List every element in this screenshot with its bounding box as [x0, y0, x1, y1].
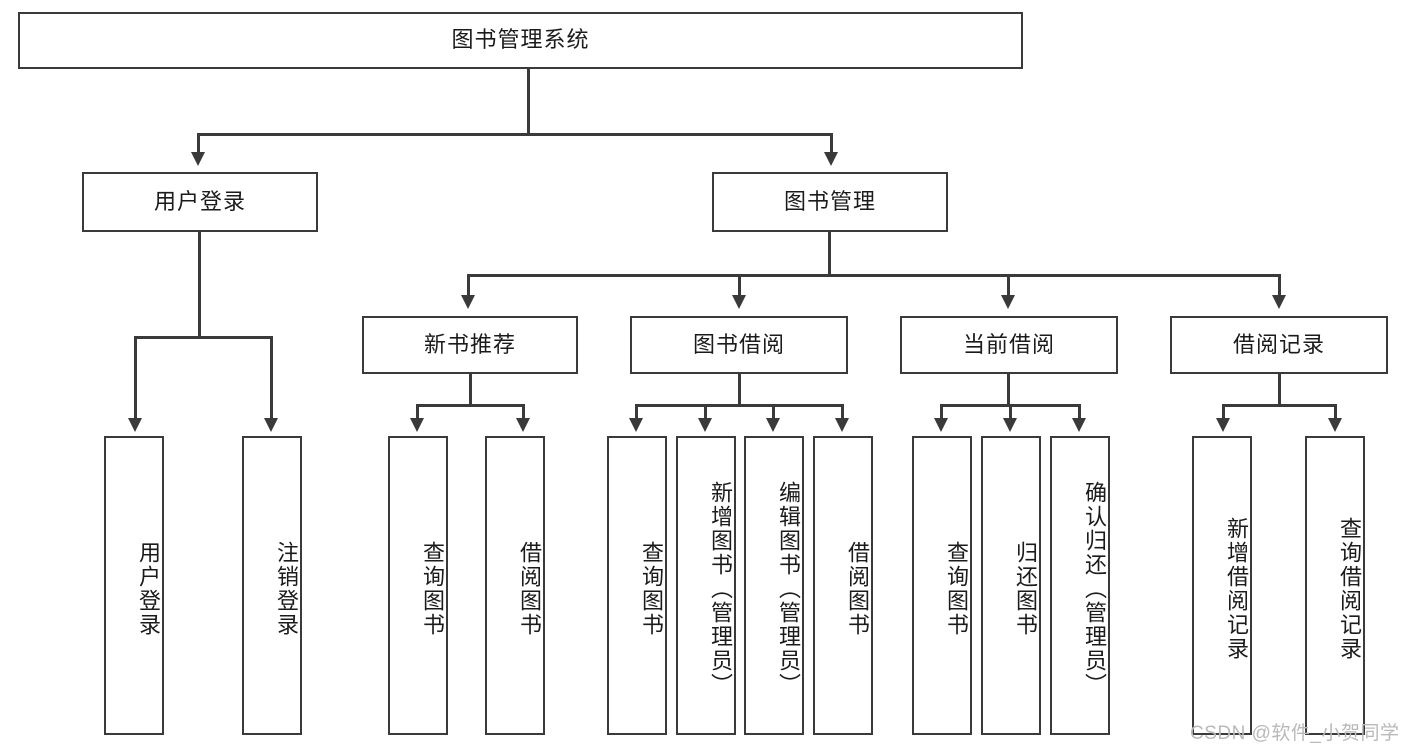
leaf-query-book-new-recommend[interactable]: 查询图书 — [388, 436, 448, 735]
connector-cb-to-leaf-1 — [940, 404, 943, 420]
connector-user-login-bus — [134, 336, 272, 339]
leaf-add-book-admin[interactable]: 新增图书（管理员） — [676, 436, 736, 735]
connector-root-to-user-login — [197, 133, 200, 155]
leaf-user-login[interactable]: 用户登录 — [104, 436, 164, 735]
connector-root-bus — [197, 133, 833, 136]
connector-book-borrow-bus — [635, 404, 843, 407]
connector-book-management-bus — [467, 274, 1281, 277]
connector-br-to-leaf-1 — [1222, 404, 1225, 420]
connector-user-login-to-leaf-2 — [270, 336, 273, 420]
node-label: 图书借阅 — [692, 331, 785, 357]
arrowhead-br-to-leaf-1 — [1216, 418, 1230, 432]
connector-user-login-to-leaf-1 — [134, 336, 137, 420]
node-label: 用户登录 — [136, 540, 161, 637]
node-new-book-recommend[interactable]: 新书推荐 — [362, 316, 578, 374]
node-label: 查询借阅记录 — [1337, 516, 1362, 661]
node-label: 编辑图书（管理员） — [776, 480, 801, 697]
node-current-borrow[interactable]: 当前借阅 — [900, 316, 1118, 374]
arrowhead-cb-to-leaf-2 — [1003, 418, 1017, 432]
arrowhead-bm-to-book-borrow — [732, 295, 746, 309]
arrowhead-bb-to-leaf-1 — [629, 418, 643, 432]
leaf-edit-book-admin[interactable]: 编辑图书（管理员） — [744, 436, 804, 735]
arrowhead-new-book-to-leaf-2 — [516, 418, 530, 432]
arrowhead-root-to-user-login — [191, 152, 205, 166]
connector-book-borrow-stem — [738, 374, 741, 406]
connector-new-book-to-leaf-1 — [416, 404, 419, 420]
node-label: 图书管理 — [783, 188, 876, 214]
connector-root-stem — [527, 69, 530, 135]
node-root-book-management-system[interactable]: 图书管理系统 — [18, 12, 1023, 69]
arrowhead-bm-to-borrow-record — [1272, 295, 1286, 309]
node-label: 确认归还（管理员） — [1082, 480, 1107, 697]
leaf-query-book-borrow[interactable]: 查询图书 — [607, 436, 667, 735]
arrowhead-bb-to-leaf-3 — [766, 418, 780, 432]
leaf-borrow-book-new-recommend[interactable]: 借阅图书 — [485, 436, 545, 735]
node-label: 借阅图书 — [517, 540, 542, 637]
node-label: 借阅记录 — [1232, 331, 1325, 357]
leaf-add-borrow-record[interactable]: 新增借阅记录 — [1192, 436, 1252, 735]
arrowhead-user-login-to-leaf-2 — [264, 418, 278, 432]
node-label: 查询图书 — [639, 540, 664, 637]
connector-bb-to-leaf-4 — [841, 404, 844, 420]
node-label: 借阅图书 — [845, 540, 870, 637]
arrowhead-bb-to-leaf-2 — [698, 418, 712, 432]
node-book-management[interactable]: 图书管理 — [712, 172, 948, 232]
arrowhead-bb-to-leaf-4 — [835, 418, 849, 432]
node-book-borrow[interactable]: 图书借阅 — [630, 316, 848, 374]
leaf-logout-login[interactable]: 注销登录 — [242, 436, 302, 735]
leaf-query-borrow-record[interactable]: 查询借阅记录 — [1305, 436, 1365, 735]
arrowhead-cb-to-leaf-3 — [1072, 418, 1086, 432]
node-label: 新增图书（管理员） — [708, 480, 733, 697]
connector-bm-to-new-book — [467, 274, 470, 298]
connector-bm-to-book-borrow — [738, 274, 741, 298]
connector-user-login-stem — [198, 232, 201, 338]
arrowhead-new-book-to-leaf-1 — [410, 418, 424, 432]
connector-bb-to-leaf-2 — [704, 404, 707, 420]
leaf-borrow-book-borrow[interactable]: 借阅图书 — [813, 436, 873, 735]
node-user-login[interactable]: 用户登录 — [82, 172, 318, 232]
leaf-confirm-return-admin[interactable]: 确认归还（管理员） — [1050, 436, 1110, 735]
connector-cb-to-leaf-2 — [1009, 404, 1012, 420]
connector-current-borrow-stem — [1007, 374, 1010, 406]
connector-new-book-stem — [469, 374, 472, 406]
arrowhead-bm-to-current-borrow — [1001, 295, 1015, 309]
arrowhead-bm-to-new-book — [461, 295, 475, 309]
connector-bm-to-current-borrow — [1007, 274, 1010, 298]
node-label: 归还图书 — [1013, 540, 1038, 637]
node-label: 新增借阅记录 — [1224, 516, 1249, 661]
connector-new-book-to-leaf-2 — [522, 404, 525, 420]
csdn-watermark: CSDN @软件_小贺同学 — [1190, 723, 1400, 744]
node-label: 用户登录 — [153, 188, 246, 214]
connector-bm-to-borrow-record — [1278, 274, 1281, 298]
node-label: 图书管理系统 — [451, 27, 590, 53]
node-borrow-record[interactable]: 借阅记录 — [1170, 316, 1388, 374]
node-label: 当前借阅 — [962, 331, 1055, 357]
connector-bb-to-leaf-1 — [635, 404, 638, 420]
connector-borrow-record-bus — [1222, 404, 1336, 407]
leaf-return-book[interactable]: 归还图书 — [981, 436, 1041, 735]
arrowhead-root-to-book-management — [824, 152, 838, 166]
connector-cb-to-leaf-3 — [1078, 404, 1081, 420]
connector-book-management-stem — [828, 232, 831, 276]
connector-br-to-leaf-2 — [1334, 404, 1337, 420]
node-label: 查询图书 — [944, 540, 969, 637]
node-label: 新书推荐 — [423, 331, 516, 357]
node-label: 查询图书 — [420, 540, 445, 637]
arrowhead-br-to-leaf-2 — [1328, 418, 1342, 432]
arrowhead-cb-to-leaf-1 — [934, 418, 948, 432]
connector-root-to-book-management — [830, 133, 833, 155]
arrowhead-user-login-to-leaf-1 — [128, 418, 142, 432]
leaf-query-book-current[interactable]: 查询图书 — [912, 436, 972, 735]
connector-borrow-record-stem — [1278, 374, 1281, 406]
connector-bb-to-leaf-3 — [772, 404, 775, 420]
node-label: 注销登录 — [274, 540, 299, 637]
connector-new-book-bus — [416, 404, 524, 407]
